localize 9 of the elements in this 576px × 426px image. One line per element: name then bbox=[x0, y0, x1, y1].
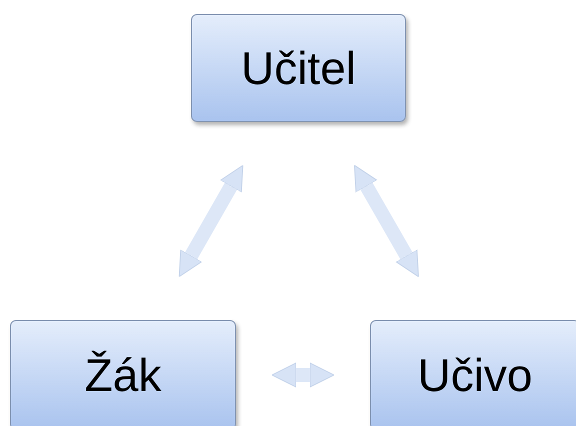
box-label: Učitel bbox=[240, 45, 356, 91]
box-label: Učivo bbox=[417, 352, 533, 398]
rounded-box bbox=[191, 14, 406, 122]
box-label: Žák bbox=[84, 352, 162, 398]
double-arrow bbox=[272, 362, 334, 388]
double-arrow bbox=[354, 164, 419, 278]
double-arrow bbox=[178, 164, 244, 278]
rounded-box bbox=[10, 320, 236, 426]
rounded-box bbox=[370, 320, 576, 426]
